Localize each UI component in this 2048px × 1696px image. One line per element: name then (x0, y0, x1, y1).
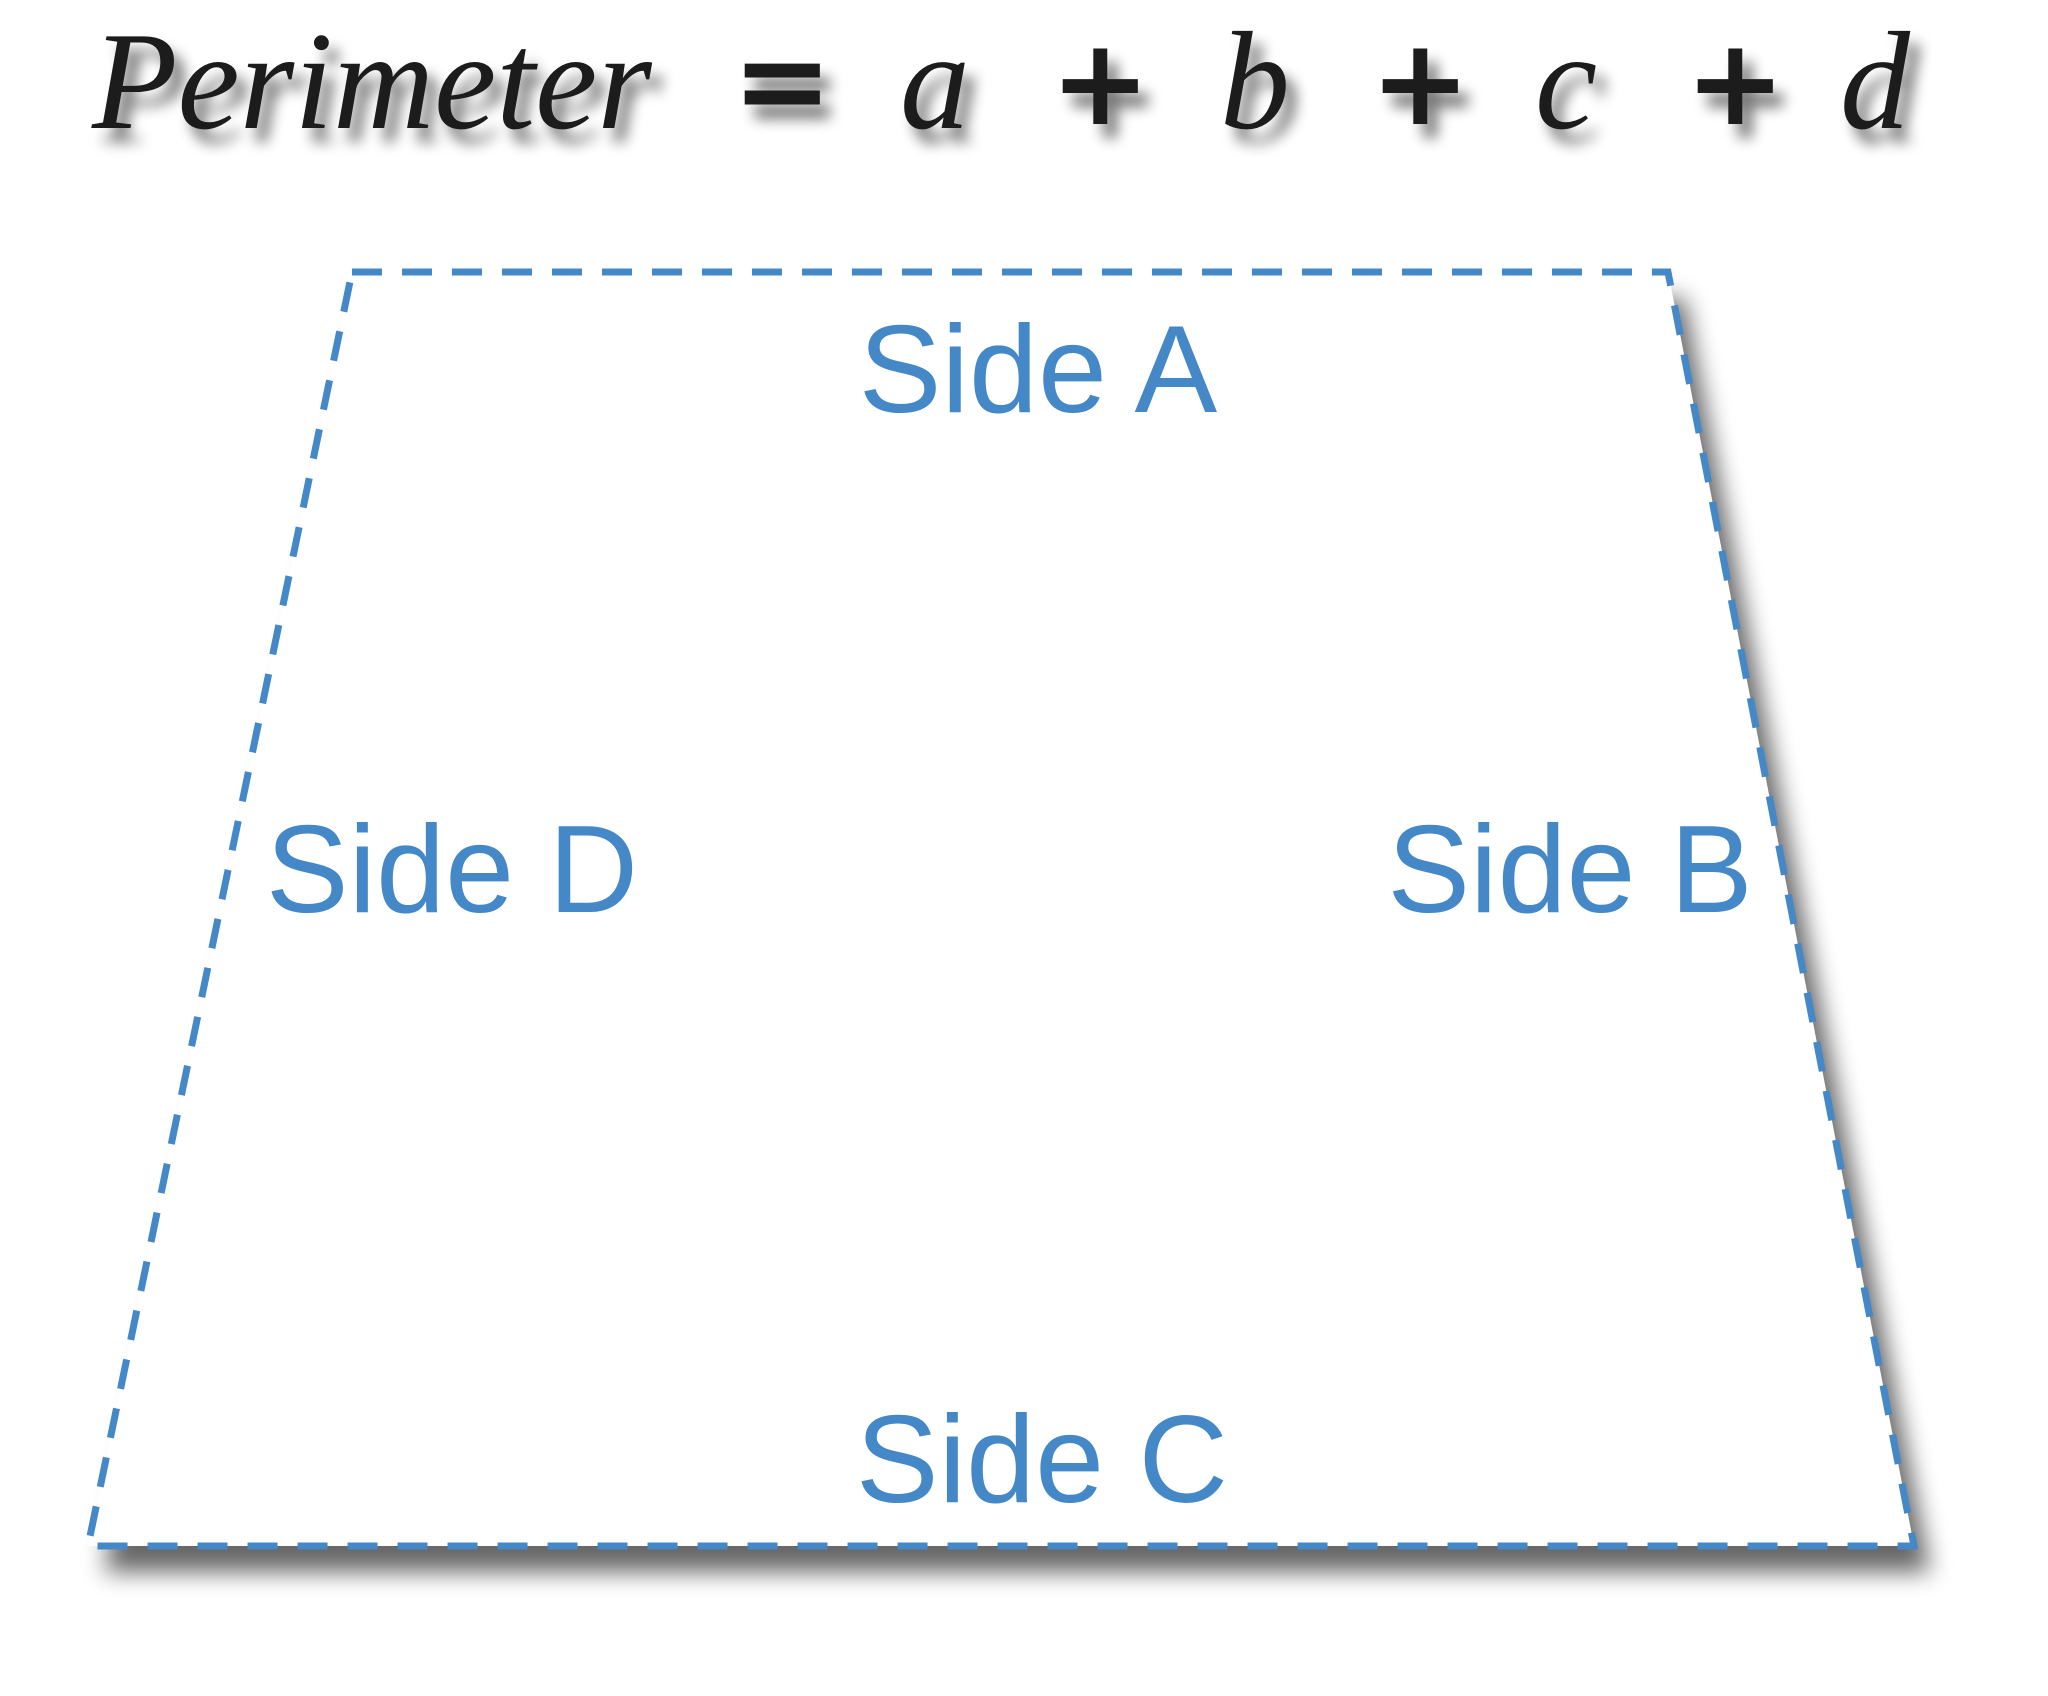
perimeter-formula: Perimeter = a + b + c + d (91, 4, 1911, 159)
formula-plus-3: + (1685, 14, 1786, 153)
formula-lhs: Perimeter (91, 4, 652, 159)
formula-equals: = (732, 12, 833, 151)
formula-term-d: d (1840, 4, 1911, 159)
formula-plus-2: + (1370, 14, 1471, 153)
side-c-label: Side C (856, 1391, 1228, 1529)
formula-plus-1: + (1050, 14, 1151, 153)
trapezoid-shape (88, 272, 1914, 1546)
trapezoid-outline (83, 268, 1919, 1550)
side-b-label: Side B (1387, 801, 1752, 939)
side-a-label: Side A (859, 301, 1218, 439)
side-d-label: Side D (266, 801, 638, 939)
formula-term-a: a (900, 4, 970, 159)
formula-term-b: b (1220, 4, 1290, 159)
formula-term-c: c (1535, 4, 1597, 159)
